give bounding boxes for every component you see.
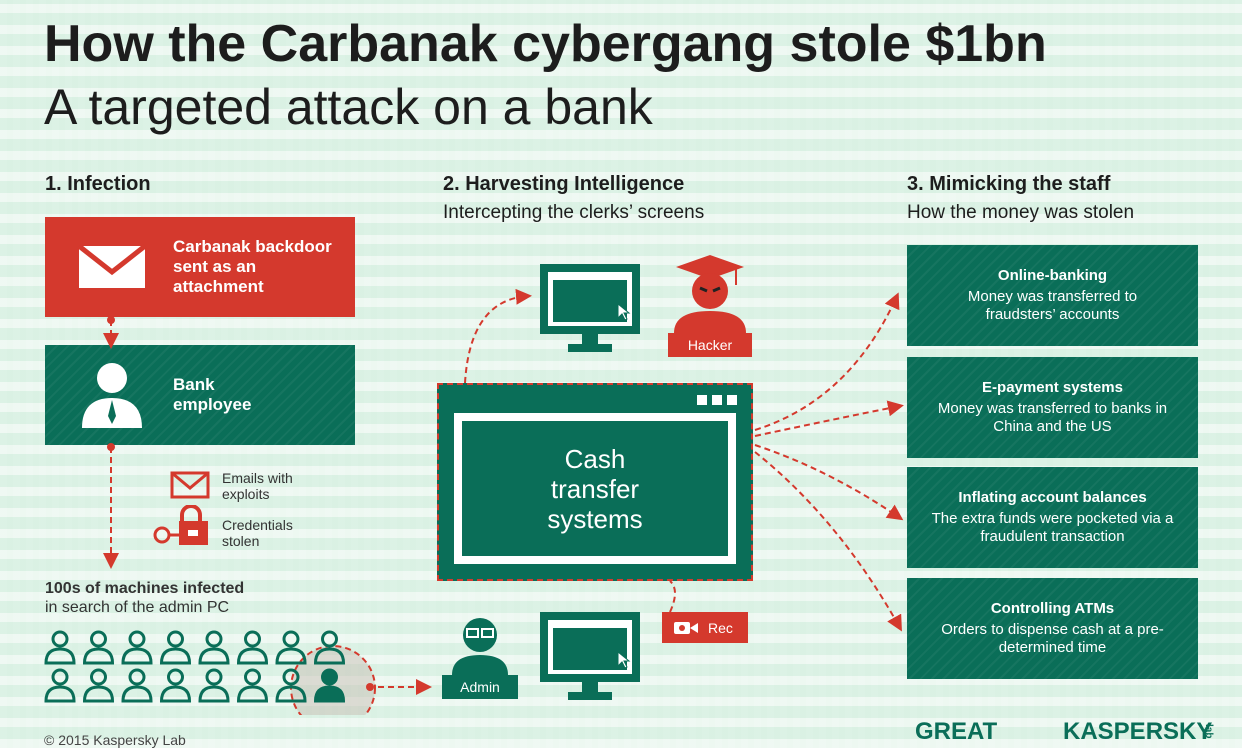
employee-box: Bank employee	[45, 345, 355, 445]
window-controls	[697, 395, 737, 405]
great-logo: GREAT	[915, 718, 998, 745]
kaspersky-lab-logo: lab	[1203, 724, 1214, 739]
copyright: © 2015 Kaspersky Lab	[44, 732, 186, 748]
method-title: Controlling ATMs	[990, 600, 1115, 617]
infected-person-icon	[82, 668, 115, 703]
machines-sub: in search of the admin PC	[45, 599, 230, 616]
admin-icon	[452, 618, 508, 675]
hacker-icon	[674, 255, 746, 333]
arrow-to-inflating	[754, 444, 904, 521]
infected-person-icon	[313, 630, 346, 665]
infected-person-icon	[82, 630, 115, 665]
section-harvest-heading: 2. Harvesting Intelligence	[443, 173, 685, 195]
admin-label: Admin	[442, 675, 518, 699]
infected-person-icon	[121, 630, 153, 665]
method-desc: Money was transferred to banks in China …	[937, 400, 1168, 435]
subtitle: A targeted attack on a bank	[44, 79, 653, 135]
section-mimic-heading: 3. Mimicking the staff	[907, 173, 1111, 195]
infected-person-icon	[198, 668, 230, 703]
infected-person-icon	[236, 630, 269, 665]
method-desc: The extra funds were pocketed via a frau…	[931, 510, 1174, 545]
infected-person-icon	[44, 668, 76, 703]
arrow-admin-monitor-to-window	[669, 580, 676, 613]
envelope-icon	[77, 244, 147, 288]
infected-person-icon	[121, 668, 153, 703]
emails-label: Emails with exploits	[222, 470, 293, 502]
method-title: Inflating account balances	[958, 489, 1147, 506]
method-title: E-payment systems	[982, 379, 1123, 396]
infected-person-icon	[198, 630, 230, 665]
section-infection-heading: 1. Infection	[45, 173, 151, 195]
email-exploit-icon	[170, 471, 210, 499]
cash-transfer-label: Cash transfer systems	[547, 443, 643, 534]
infected-person-icon	[159, 630, 192, 665]
infected-person-icon	[275, 668, 307, 703]
section-harvest-sub: Intercepting the clerks’ screens	[443, 202, 705, 223]
infected-person-icon	[159, 668, 192, 703]
hacker-label: Hacker	[668, 333, 752, 357]
kaspersky-logo: KASPERSKY	[1063, 718, 1213, 745]
admin-pc-person-icon	[313, 668, 346, 703]
clerk-monitor-top-icon	[540, 264, 640, 352]
admin-monitor-icon	[540, 612, 640, 700]
arrow-to-online-banking	[754, 292, 900, 431]
employee-icon	[82, 363, 142, 428]
machines-title: 100s of machines infected	[45, 580, 245, 597]
method-desc: Orders to dispense cash at a pre-determi…	[941, 621, 1164, 656]
title: How the Carbanak cybergang stole $1bn	[44, 15, 1047, 73]
section-mimic-sub: How the money was stolen	[907, 202, 1135, 223]
arrow-window-to-monitor	[464, 288, 532, 384]
backdoor-box: Carbanak backdoor sent as an attachment	[45, 217, 355, 317]
infected-machines-grid	[44, 630, 376, 715]
arrow-to-e-payment	[754, 400, 904, 437]
cash-transfer-window: Cash transfer systems	[437, 383, 753, 581]
credentials-label: Credentials stolen	[222, 517, 293, 549]
infected-person-icon	[275, 630, 307, 665]
infected-person-icon	[44, 630, 76, 665]
infected-person-icon	[236, 668, 269, 703]
rec-label: Rec	[708, 619, 733, 636]
method-title: Online-banking	[997, 267, 1108, 284]
rec-badge: Rec	[662, 612, 748, 643]
employee-label: Bank employee	[173, 375, 252, 414]
credentials-lock-icon	[153, 505, 208, 545]
video-camera-icon	[674, 621, 698, 634]
method-desc: Money was transferred to fraudsters’ acc…	[967, 288, 1138, 323]
arrow-to-atms	[754, 451, 902, 632]
backdoor-label: Carbanak backdoor sent as an attachment	[173, 237, 332, 296]
